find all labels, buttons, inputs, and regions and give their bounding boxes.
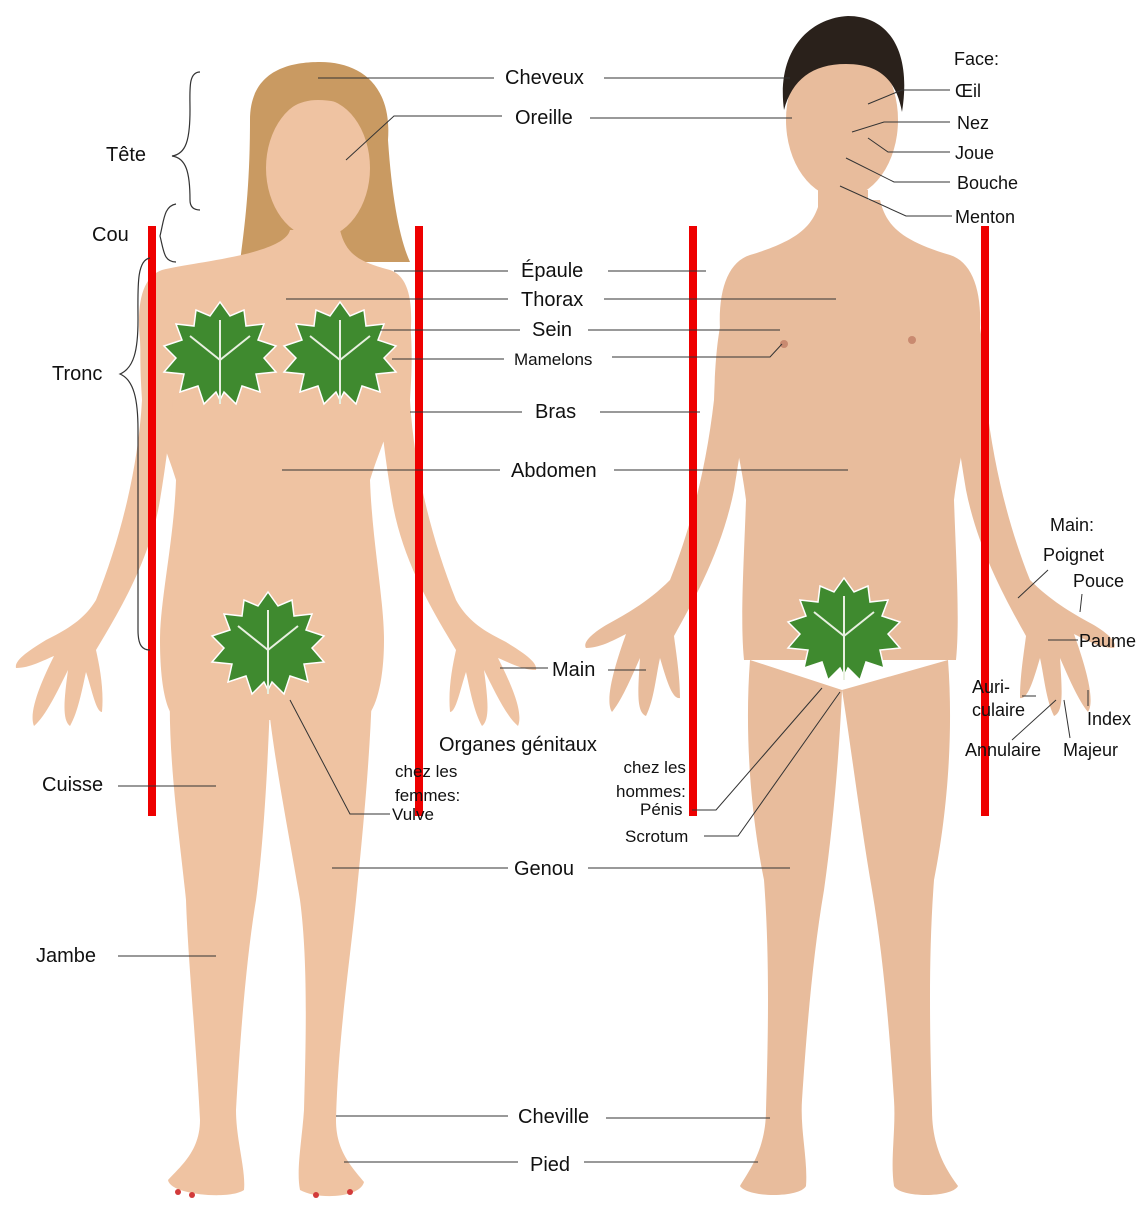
woman-neck [296,226,340,260]
man-nipple [908,336,916,344]
label-mamelons: Mamelons [514,351,592,368]
label-pouce: Pouce [1073,572,1124,590]
label-chez-hommes: chez les hommes: [616,756,686,804]
label-cuisse: Cuisse [42,775,103,795]
leader-line [1064,700,1070,738]
woman-right-arm [372,272,536,726]
brace-tete [172,72,200,210]
label-main-title: Main: [1050,516,1094,534]
label-thorax: Thorax [521,290,583,310]
man-right-leg [842,660,958,1195]
label-abdomen: Abdomen [511,461,597,481]
label-face: Face: [954,50,999,68]
label-tronc: Tronc [52,364,102,384]
guide-line [689,226,697,816]
man-left-arm [585,260,762,716]
woman-nail [175,1189,181,1195]
brace-cou [160,204,176,262]
label-jambe: Jambe [36,946,96,966]
label-nez: Nez [957,114,989,132]
label-bouche: Bouche [957,174,1018,192]
guide-line [415,226,423,816]
guide-line [981,226,989,816]
leader-line [1080,594,1082,612]
woman-nail [313,1192,319,1198]
label-pied: Pied [530,1155,570,1175]
man-left-leg [740,660,842,1195]
label-vulve: Vulve [392,806,434,823]
label-bras: Bras [535,402,576,422]
label-genou: Genou [514,859,574,879]
label-oeil: Œil [955,82,981,100]
man-neck [818,190,868,230]
label-cou: Cou [92,225,129,245]
woman-nail [347,1189,353,1195]
woman-left-leg [168,690,270,1195]
label-epaule: Épaule [521,261,583,281]
label-paume: Paume [1079,632,1136,650]
man-nipple [780,340,788,348]
label-annulaire: Annulaire [965,741,1041,759]
label-chez-femmes: chez les femmes: [395,760,460,808]
label-penis: Pénis [640,801,683,818]
label-tete: Tête [106,145,146,165]
label-sein: Sein [532,320,572,340]
label-cheveux: Cheveux [505,68,584,88]
label-majeur: Majeur [1063,741,1118,759]
label-poignet: Poignet [1043,546,1104,564]
woman-right-leg [268,690,372,1196]
label-menton: Menton [955,208,1015,226]
guide-line [148,226,156,816]
label-index: Index [1087,710,1131,728]
label-scrotum: Scrotum [625,828,688,845]
woman-nail [189,1192,195,1198]
label-main: Main [552,660,595,680]
label-joue: Joue [955,144,994,162]
label-auriculaire: Auri- culaire [972,676,1025,723]
label-cheville: Cheville [518,1107,589,1127]
label-organes: Organes génitaux [439,735,597,755]
woman-head [266,98,370,238]
label-oreille: Oreille [515,108,573,128]
